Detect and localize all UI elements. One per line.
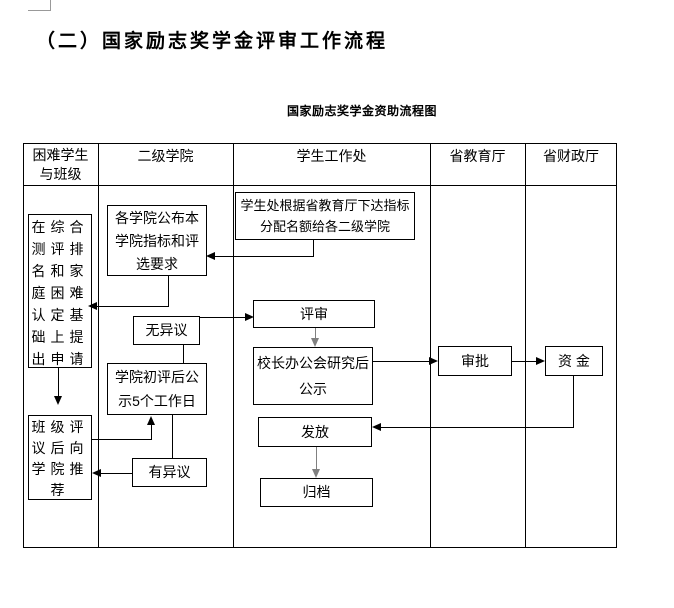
node-approve: 审批 [438, 346, 512, 376]
connector-grant-archive-v [316, 447, 317, 469]
flowchart-table-outline [23, 143, 617, 548]
node-announce-quota: 各学院公布本学院指标和评选要求 [107, 205, 207, 276]
page-corner-mark-h [28, 10, 51, 11]
arrowhead-into-initial-review [147, 416, 155, 425]
arrowhead-into-fund [536, 357, 545, 365]
flowchart-title: 国家励志奖学金资助流程图 [287, 104, 438, 118]
lane-divider-1 [98, 143, 99, 548]
lane-header-colleges: 二级学院 [137, 148, 194, 164]
arrowhead-into-president [311, 338, 319, 347]
lane-divider-2 [233, 143, 234, 548]
connector-announce-apply-h [96, 306, 169, 307]
connector-announce-apply-v [168, 276, 169, 307]
node-archive: 归档 [260, 478, 373, 507]
connector-recommend-review-h [92, 439, 152, 440]
connector-review-president-v [315, 328, 316, 339]
lane-header-education-dept: 省教育厅 [449, 148, 506, 164]
node-review: 评审 [253, 300, 375, 328]
connector-no-objection-v [183, 345, 184, 363]
arrowhead-into-apply [88, 302, 97, 310]
node-president-meeting: 校长办公会研究后公示 [253, 347, 373, 405]
node-objection: 有异议 [132, 458, 207, 487]
node-no-objection: 无异议 [133, 316, 200, 345]
connector-president-approve-h [373, 361, 430, 362]
connector-recommend-review-v [151, 425, 152, 440]
lane-header-student-affairs: 学生工作处 [296, 148, 367, 164]
arrowhead-into-review [245, 313, 254, 321]
node-apply: 在综合测评排名和家庭困难认定基础上提出申请 [28, 214, 92, 368]
connector-objection-v [172, 415, 173, 458]
arrowhead-into-approve [429, 357, 438, 365]
lane-divider-3 [430, 143, 431, 548]
lane-header-line: 与班级 [39, 166, 82, 182]
arrowhead-into-archive [312, 469, 320, 478]
connector-fund-grant-v [573, 376, 574, 427]
lane-header-finance-dept: 省财政厅 [543, 148, 599, 164]
arrowhead-into-grant [372, 423, 381, 431]
node-grant: 发放 [258, 417, 372, 447]
arrowhead-into-announce [206, 252, 215, 260]
connector-allocate-announce-v [313, 240, 314, 256]
lane-header-line: 困难学生 [32, 147, 89, 163]
connector-apply-recommend-v [58, 368, 59, 396]
arrowhead-into-recommend-right [92, 469, 101, 477]
page-corner-mark-v [50, 0, 51, 10]
node-class-recommend: 班级评议后向学院推荐 [28, 415, 92, 500]
arrowhead-into-recommend [54, 396, 62, 405]
page-title: （二）国家励志奖学金评审工作流程 [36, 30, 389, 52]
node-allocate-quota: 学生处根据省教育厅下达指标分配名额给各二级学院 [235, 192, 415, 240]
node-initial-review: 学院初评后公示5个工作日 [107, 363, 207, 415]
node-fund: 资 金 [545, 346, 603, 376]
lane-divider-4 [525, 143, 526, 548]
connector-noobjection-review-h [200, 317, 246, 318]
connector-objection-recommend-h [100, 473, 132, 474]
connector-allocate-announce-h [214, 256, 314, 257]
connector-approve-fund-h [512, 361, 537, 362]
lane-header-students: 困难学生 与班级 [23, 143, 98, 185]
connector-fund-grant-h [381, 427, 574, 428]
header-row-divider [23, 185, 617, 186]
